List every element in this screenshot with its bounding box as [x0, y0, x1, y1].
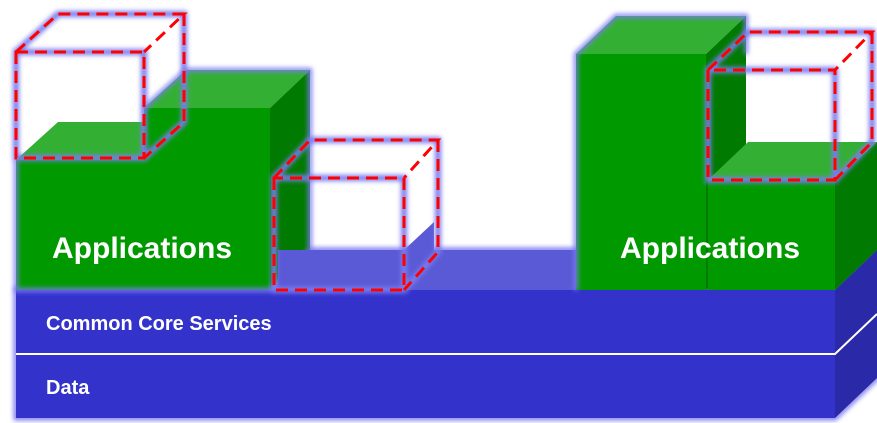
data-layer: [16, 355, 835, 418]
left-application-group: Applications: [14, 68, 312, 292]
common-core-services-label: Common Core Services: [46, 313, 272, 335]
common-core-services-layer: [16, 290, 835, 354]
right-application-group: Applications: [574, 14, 877, 290]
applications-right-label: Applications: [620, 232, 800, 265]
layer-divider: [16, 313, 877, 355]
placeholder-box-middle: [271, 137, 442, 293]
placeholder-box-top-left: [13, 11, 188, 161]
placeholder-box-top-right: [705, 29, 876, 183]
applications-left-label: Applications: [52, 232, 232, 265]
data-label: Data: [46, 377, 90, 399]
